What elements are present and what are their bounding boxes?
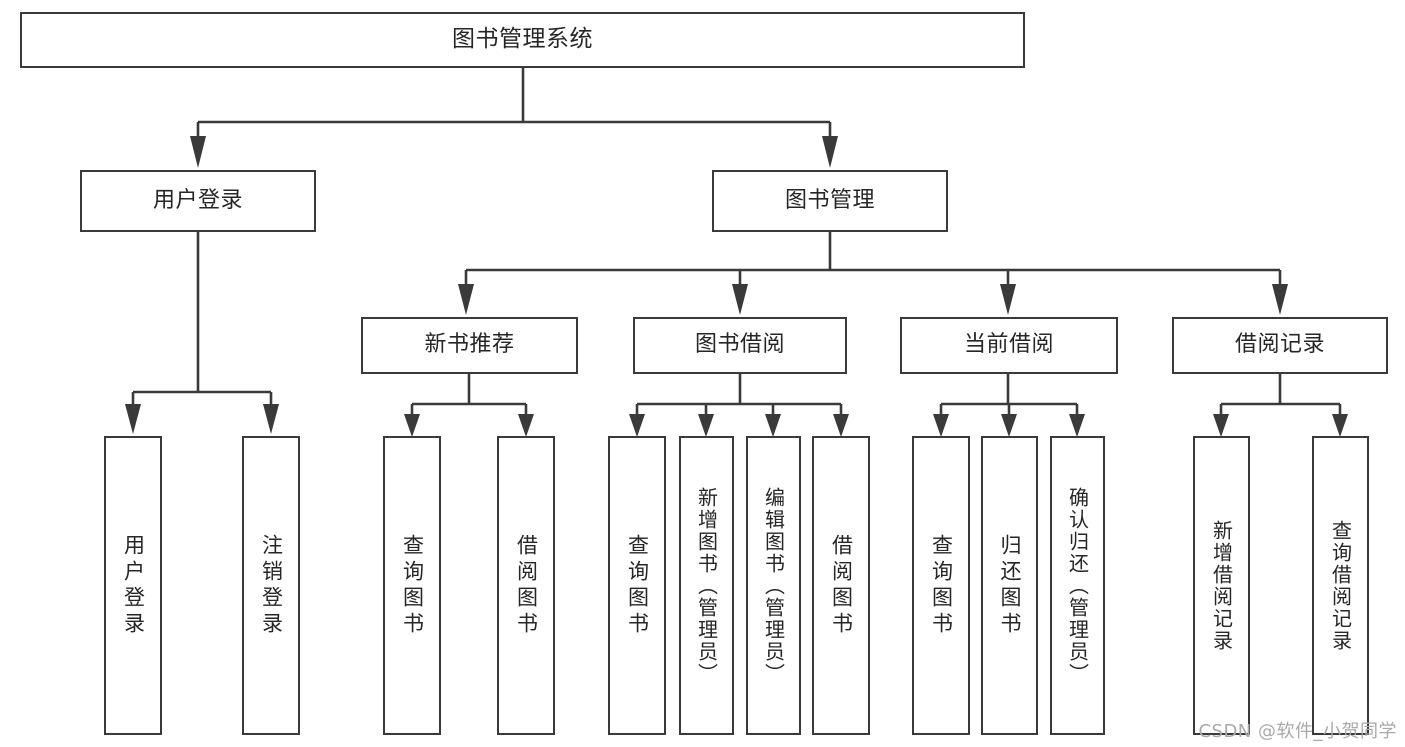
node-leaf-query-record-label: 查询借阅记录 [1328, 519, 1353, 652]
node-leaf-return-book[interactable]: 归还图书 [981, 436, 1038, 735]
node-new-book-rec-label: 新书推荐 [424, 332, 515, 358]
node-root-label: 图书管理系统 [452, 26, 593, 53]
node-leaf-query-book-3-label: 查询图书 [929, 533, 954, 638]
node-leaf-borrow-book-2[interactable]: 借阅图书 [812, 436, 870, 735]
node-leaf-query-book-3[interactable]: 查询图书 [912, 436, 970, 735]
node-root[interactable]: 图书管理系统 [20, 12, 1025, 68]
node-current-borrow[interactable]: 当前借阅 [900, 317, 1118, 374]
node-leaf-edit-book[interactable]: 编辑图书（管理员） [746, 436, 801, 735]
node-leaf-query-book-2-label: 查询图书 [625, 533, 650, 638]
node-user-login-label: 用户登录 [152, 187, 243, 213]
node-leaf-user-login[interactable]: 用户登录 [104, 436, 162, 735]
node-leaf-borrow-book-2-label: 借阅图书 [829, 533, 854, 638]
node-borrow-record-label: 借阅记录 [1234, 332, 1325, 358]
node-new-book-rec[interactable]: 新书推荐 [361, 317, 578, 374]
node-borrow-record[interactable]: 借阅记录 [1172, 317, 1388, 374]
node-leaf-query-record[interactable]: 查询借阅记录 [1312, 436, 1369, 735]
node-leaf-logout[interactable]: 注销登录 [242, 436, 300, 735]
node-leaf-user-login-label: 用户登录 [121, 533, 146, 638]
node-leaf-confirm-return[interactable]: 确认归还（管理员） [1050, 436, 1105, 735]
node-leaf-add-book-label: 新增图书（管理员） [694, 486, 719, 685]
node-book-borrow[interactable]: 图书借阅 [633, 317, 847, 374]
node-leaf-query-book-1-label: 查询图书 [400, 533, 425, 638]
node-leaf-edit-book-label: 编辑图书（管理员） [761, 486, 786, 685]
node-leaf-add-record-label: 新增借阅记录 [1209, 519, 1234, 652]
node-user-login[interactable]: 用户登录 [80, 170, 316, 232]
node-book-manage[interactable]: 图书管理 [712, 170, 948, 232]
node-book-borrow-label: 图书借阅 [694, 332, 785, 358]
node-leaf-borrow-book-1[interactable]: 借阅图书 [497, 436, 555, 735]
node-current-borrow-label: 当前借阅 [963, 332, 1054, 358]
node-leaf-logout-label: 注销登录 [259, 533, 284, 638]
node-leaf-confirm-return-label: 确认归还（管理员） [1065, 486, 1090, 685]
node-leaf-return-book-label: 归还图书 [998, 533, 1022, 638]
node-leaf-add-record[interactable]: 新增借阅记录 [1193, 436, 1250, 735]
node-leaf-query-book-1[interactable]: 查询图书 [383, 436, 441, 735]
csdn-watermark: CSDN @软件_小贺同学 [1198, 721, 1397, 742]
node-book-manage-label: 图书管理 [784, 187, 875, 213]
node-leaf-borrow-book-1-label: 借阅图书 [514, 533, 539, 638]
node-leaf-query-book-2[interactable]: 查询图书 [608, 436, 666, 735]
node-leaf-add-book[interactable]: 新增图书（管理员） [679, 436, 734, 735]
